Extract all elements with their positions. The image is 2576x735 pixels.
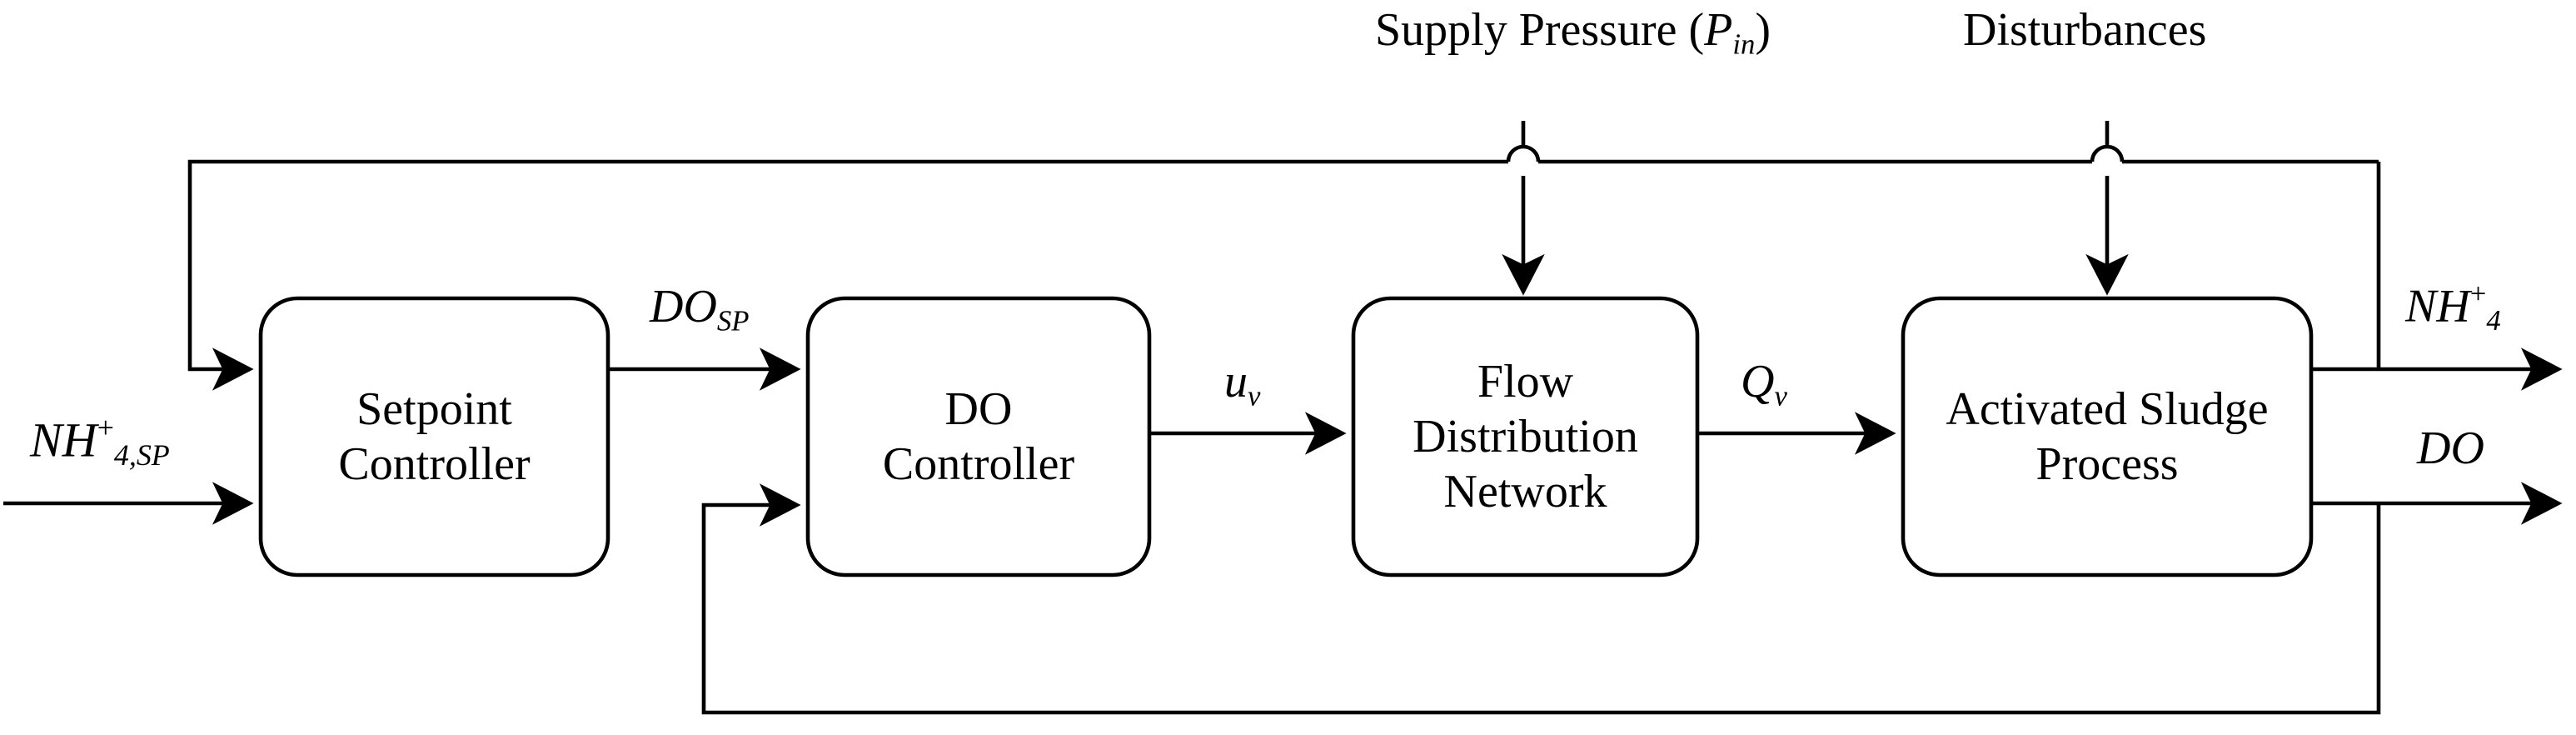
block-flow-distribution-network[interactable]: [1351, 296, 1700, 578]
feedback-ammonium-bus-left: [187, 159, 1508, 391]
signal-label-output-ammonium: NH+4: [2405, 278, 2501, 337]
signal-label-air-flow: Qv: [1741, 356, 1787, 412]
block-setpoint-controller[interactable]: [258, 296, 610, 578]
signal-label-output-dissolved-oxygen: DO: [2417, 422, 2484, 474]
disturbance-label-supply-pressure: Supply Pressure (Pin): [1375, 4, 1771, 61]
feedback-dissolved-oxygen-route: [701, 483, 2381, 715]
disturbance-label-disturbances: Disturbances: [1963, 4, 2207, 56]
block-do-controller[interactable]: [805, 296, 1152, 578]
block-activated-sludge-process[interactable]: [1901, 296, 2314, 578]
signal-label-external-ammonium-setpoint: NH+4,SP: [30, 411, 170, 472]
signal-label-valve-command: uv: [1224, 356, 1261, 412]
signal-label-do-setpoint: DOSP: [650, 281, 750, 338]
feedback-ammonium-wire-hop-disturbances: [2090, 144, 2125, 162]
feedback-ammonium-wire-hop-supply-pressure: [1506, 144, 1541, 162]
